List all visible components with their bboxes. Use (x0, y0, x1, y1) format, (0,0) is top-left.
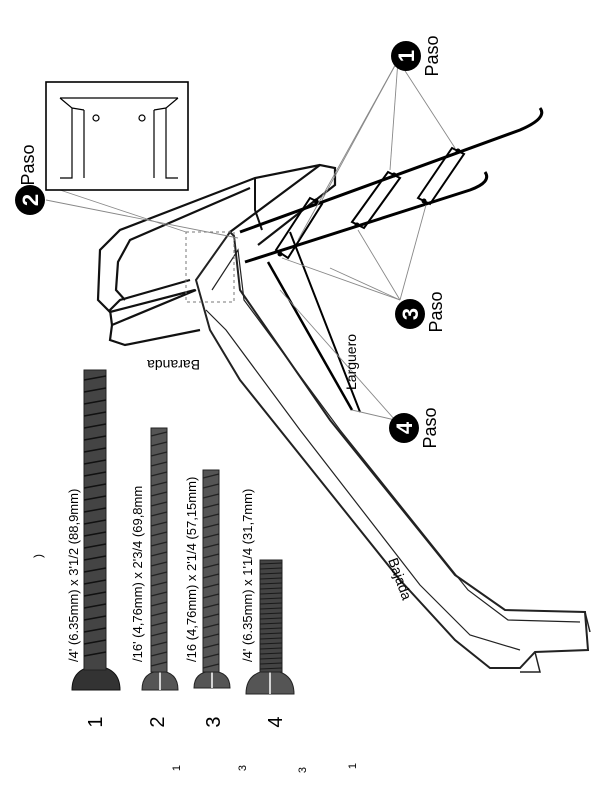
bolt-4-thread (259, 562, 283, 670)
step-2-badge: 2 (15, 185, 45, 215)
bolt-4-number: 4 (265, 716, 287, 727)
step-4-circle (389, 413, 419, 443)
step-3-circle (395, 299, 425, 329)
bolt-1-spec: /4' (6.35mm) x 3'1/2 (88,9mm) (66, 489, 81, 662)
bolt-2-image (141, 427, 179, 691)
stray-number: 1 (171, 765, 183, 771)
ladder-rung (350, 170, 402, 230)
stray-number: 1 (347, 763, 359, 769)
step-4-number: 4 (392, 421, 417, 434)
stray-number: 3 (297, 767, 309, 773)
ladder-rung (274, 196, 324, 260)
step-1-number: 1 (394, 50, 419, 62)
step-2-circle (15, 185, 45, 215)
handrail-baranda (96, 163, 337, 347)
callout-lines (45, 59, 456, 421)
bolt-2-number: 2 (147, 716, 169, 727)
bolt-3-spec: /16 (4,76mm) x 2'1/4 (57,15mm) (184, 477, 199, 662)
bolt-1-thread (83, 375, 107, 657)
step-4-badge: 4 (389, 413, 419, 443)
bolt-3-image (193, 469, 231, 689)
bolt-2-spec: /16' (4,76mm) x 2'3/4 (69,8mm (130, 486, 145, 662)
bolt-4-image (245, 559, 295, 695)
bolt-3-thread (202, 473, 220, 669)
slide-bajada (194, 230, 591, 673)
step-4-label: Paso (420, 407, 440, 448)
step-1-badge: 1 (391, 41, 421, 71)
bolt-1-number: 1 (85, 716, 107, 727)
larguero-label: Larguero (343, 334, 359, 390)
step-1-circle (391, 41, 421, 71)
step-3-label: Paso (426, 291, 446, 332)
stray-paren: ) (31, 554, 45, 558)
bolt-1-image (71, 369, 121, 691)
bajada-label: Bajada (385, 556, 415, 603)
bolt-2-thread (150, 431, 168, 667)
step-3-badge: 3 (395, 299, 425, 329)
step-2-label: Paso (18, 144, 38, 185)
step-3-number: 3 (398, 308, 423, 320)
ladder (239, 107, 544, 413)
stray-number: 3 (237, 765, 249, 771)
bolt-4-spec: /4' (6.35mm) x 1'1/4 (31,7mm) (240, 489, 255, 662)
step-2-number: 2 (18, 194, 43, 206)
detail-inset (45, 81, 189, 191)
step-1-label: Paso (422, 35, 442, 76)
baranda-label: Baranda (147, 357, 200, 373)
bolt-3-number: 3 (203, 716, 225, 727)
